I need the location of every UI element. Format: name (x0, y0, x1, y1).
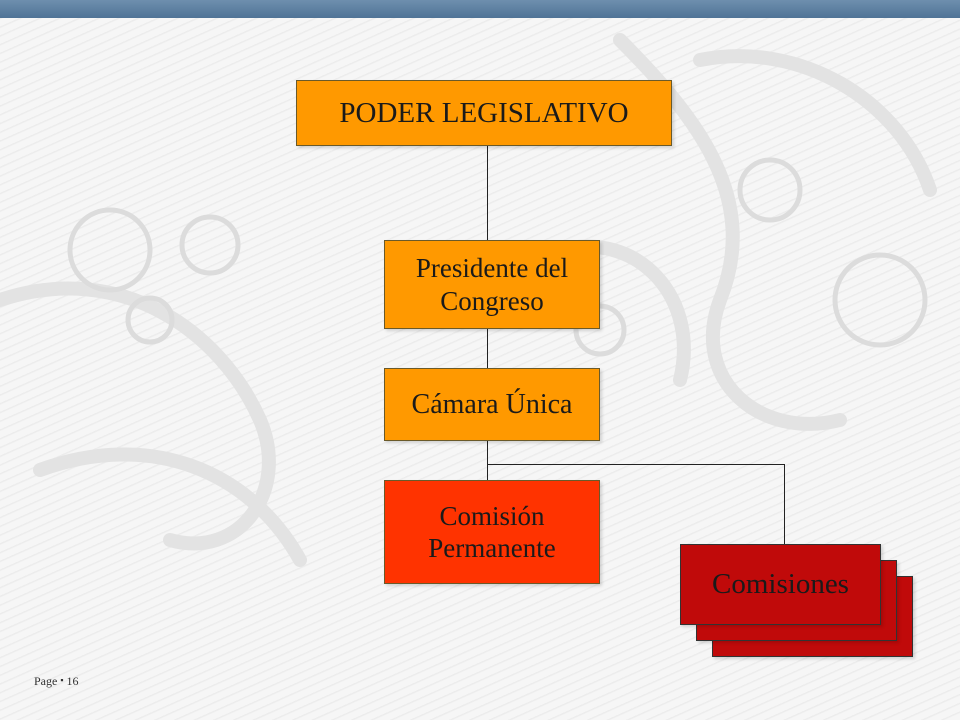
node-comision-permanente: Comisión Permanente (384, 480, 600, 584)
connector-camara-down (487, 440, 488, 481)
page-bullet: ▪ (60, 675, 64, 685)
page-number: 16 (66, 674, 79, 688)
node-camara-unica: Cámara Única (384, 368, 600, 441)
node-poder-legislativo: PODER LEGISLATIVO (296, 80, 672, 146)
node-poder-legislativo-label: PODER LEGISLATIVO (339, 96, 629, 129)
background-swirl-decoration (0, 33, 937, 567)
connector-presidente-camara (487, 328, 488, 369)
node-presidente-del-congreso: Presidente del Congreso (384, 240, 600, 329)
connector-poder-presidente (487, 145, 488, 241)
node-presidente-label: Presidente del Congreso (415, 253, 569, 316)
page-label: Page (34, 674, 58, 688)
node-comision-label: Comisión Permanente (428, 500, 556, 563)
node-camara-label: Cámara Única (411, 388, 573, 420)
connector-horizontal (487, 464, 785, 465)
page-footer: Page ▪ 16 (34, 674, 79, 689)
node-comisiones-label: Comisiones (712, 568, 849, 601)
node-comisiones: Comisiones (680, 544, 881, 625)
connector-to-comisiones (784, 464, 785, 545)
top-banner (0, 0, 960, 18)
